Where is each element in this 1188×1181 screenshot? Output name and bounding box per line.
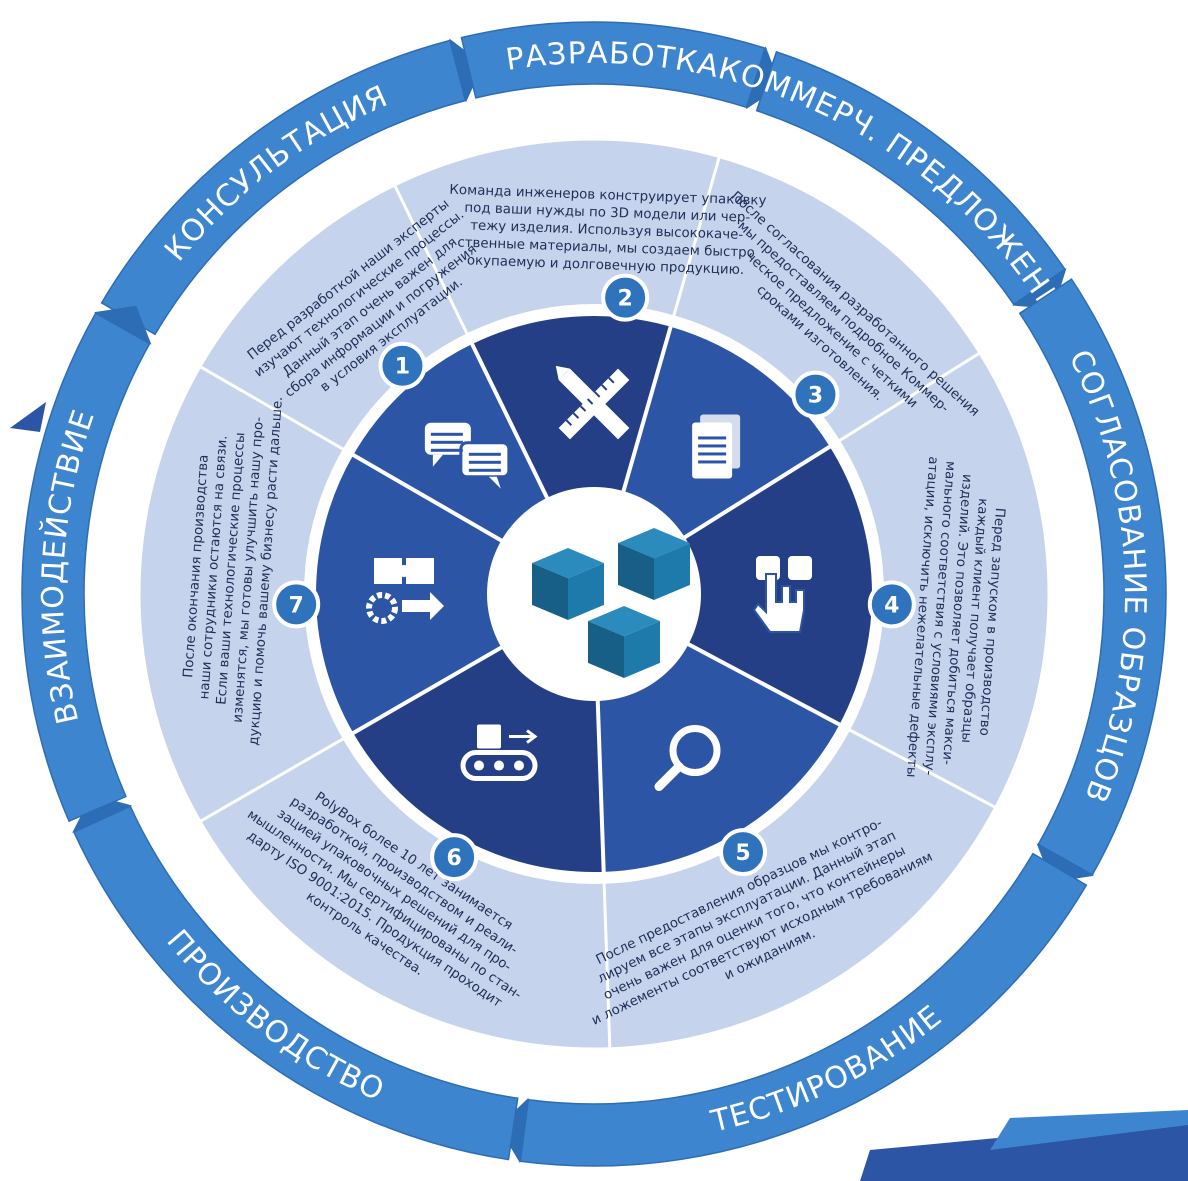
stage-number: 1 [395,355,410,380]
stage-number-badge-5: 5 [719,828,767,877]
magnifier-icon [654,725,721,792]
stage-number-badge-3: 3 [791,370,840,419]
stage-number: 3 [808,384,823,409]
cubes-icon [532,528,690,678]
stage-description-2: Команда инженеров конструирует упаковкуп… [449,183,767,278]
ring-segment-shape [460,21,766,109]
center-hub [487,487,701,701]
ring-segment-arrow [745,46,781,110]
ring-segment-shape [755,50,1066,306]
documents-icon [692,414,741,479]
conveyor-icon [460,724,538,782]
stage-number-badge-7: 7 [272,580,321,629]
touch-select-icon [752,556,812,633]
stage-number-badge-2: 2 [601,273,650,322]
stage-number: 2 [617,287,632,312]
puzzle-gear-icon [366,558,444,624]
number-badges: 1 2 3 4 5 6 7 [272,273,916,882]
corner-ribbon-accent [990,1110,1188,1150]
stage-number: 7 [289,593,304,618]
stage-number-badge-4: 4 [867,580,916,629]
ring-segment-shape [72,805,519,1161]
stage-number-badge-6: 6 [430,833,479,882]
stage-ring-segment-2: РАЗРАБОТКА [460,21,781,110]
stage-number: 6 [446,846,461,871]
chat-bubbles-icon [424,422,511,489]
stage-number: 4 [884,593,899,618]
stage-ring-segment-7: ВЗАИМОДЕЙСТВИЕ [21,305,152,823]
stage-number-badge-1: 1 [378,341,427,390]
pencil-ruler-icon [555,365,630,440]
stage-number: 5 [735,841,750,866]
corner-triangle [10,402,46,432]
ring-segment-arrow [449,38,484,103]
decorative-shapes [10,402,1188,1181]
ring-segment-shape [519,852,1088,1167]
ring-segment-arrow [93,305,152,345]
